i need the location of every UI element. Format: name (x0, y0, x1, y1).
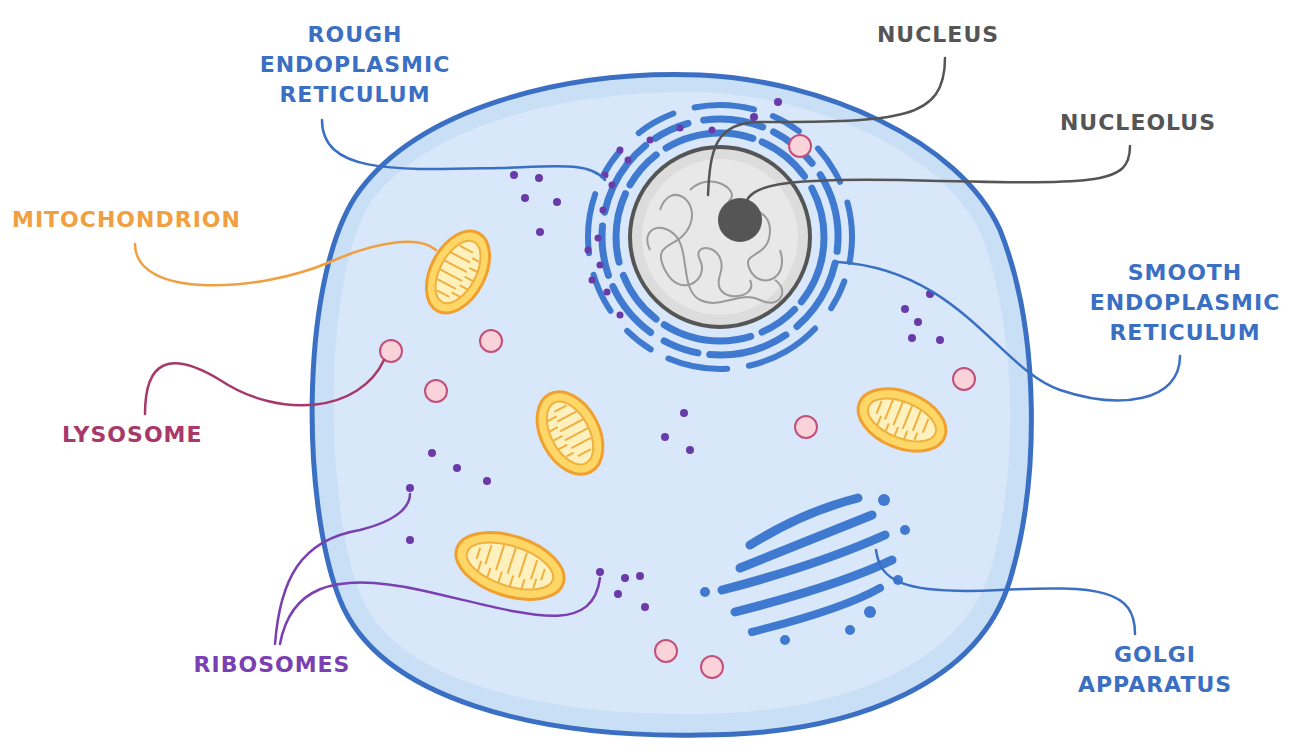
organelle-label: LYSOSOME (62, 420, 203, 450)
leader-line (145, 360, 384, 414)
leader-line (280, 578, 600, 644)
organelle-label: GOLGI APPARATUS (1078, 640, 1232, 700)
mitochondrion (849, 377, 955, 463)
organelle-label: RIBOSOMES (194, 650, 351, 680)
ribosomes (406, 98, 944, 611)
leader-line (876, 550, 1135, 634)
organelle-label: ROUGH ENDOPLASMIC RETICULUM (260, 20, 451, 110)
organelle-label: NUCLEUS (877, 20, 999, 50)
chromatin (647, 181, 782, 302)
leader-line (708, 58, 945, 195)
leader-line (745, 146, 1130, 205)
cytoplasm (334, 92, 1010, 714)
mitochondrion (447, 520, 572, 612)
nucleolus (718, 198, 762, 242)
organelle-label: NUCLEOLUS (1060, 108, 1216, 138)
golgi-vesicles (700, 494, 910, 645)
mitochondrion (414, 220, 503, 323)
endoplasmic-reticulum (540, 57, 901, 418)
leader-line (275, 494, 410, 644)
organelle-label: MITOCHONDRION (12, 205, 241, 235)
leader-lines (135, 58, 1180, 644)
cell-membrane (312, 75, 1031, 736)
leader-line (135, 242, 436, 286)
nucleus (630, 147, 810, 327)
leader-line (322, 120, 605, 180)
nucleoplasm (642, 159, 798, 315)
golgi-apparatus (722, 498, 892, 632)
lysosomes (380, 135, 975, 678)
organelle-label: SMOOTH ENDOPLASMIC RETICULUM (1090, 258, 1281, 348)
mitochondrion (524, 381, 617, 486)
